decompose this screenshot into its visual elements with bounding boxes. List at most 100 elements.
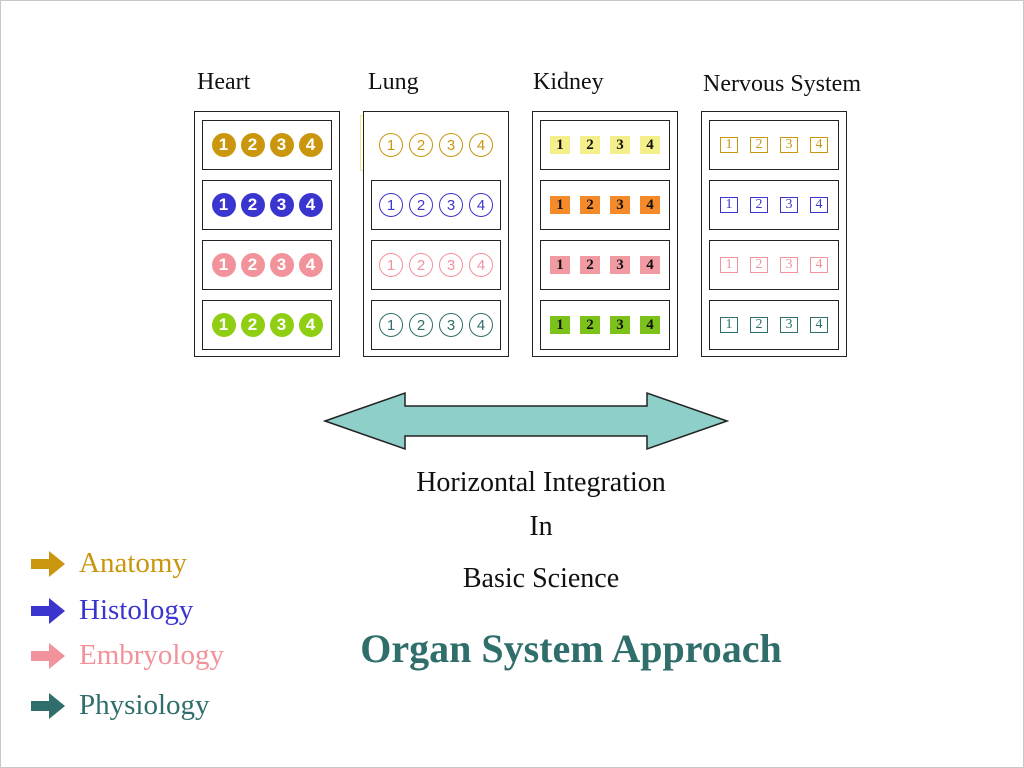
outlined-square-number-2: 2 [750, 137, 768, 153]
outlined-circle-number-4: 4 [469, 253, 493, 277]
outlined-square-number-4: 4 [810, 197, 828, 213]
outlined-square-number-2: 2 [750, 317, 768, 333]
outlined-circle-number-2: 2 [409, 133, 433, 157]
organ-title-lung: Lung [368, 69, 419, 95]
outlined-circle-number-3: 3 [439, 253, 463, 277]
filled-circle-number-1: 1 [211, 133, 236, 157]
filled-square-number-2: 2 [580, 256, 600, 274]
horizontal-integration-arrow-icon [323, 391, 729, 451]
filled-square-number-1: 1 [550, 196, 570, 214]
filled-circle-number-2: 2 [240, 313, 265, 337]
filled-square-number-3: 3 [610, 136, 630, 154]
filled-circle-number-2: 2 [240, 193, 265, 217]
outlined-circle-number-2: 2 [409, 193, 433, 217]
outlined-circle-number-1: 1 [379, 313, 403, 337]
filled-circle-number-2: 2 [240, 253, 265, 277]
page-title: Organ System Approach [360, 626, 782, 671]
organ-title-nervous-system: Nervous System [703, 71, 861, 97]
filled-circle-number-4: 4 [298, 133, 323, 157]
filled-square-number-4: 4 [640, 316, 660, 334]
filled-circle-number-4: 4 [298, 313, 323, 337]
outlined-circle-number-3: 3 [439, 193, 463, 217]
outlined-circle-number-3: 3 [439, 313, 463, 337]
outlined-circle-number-2: 2 [409, 313, 433, 337]
outlined-square-number-3: 3 [780, 317, 798, 333]
outlined-circle-number-1: 1 [379, 253, 403, 277]
organ-title-kidney: Kidney [533, 69, 604, 95]
filled-square-number-1: 1 [550, 256, 570, 274]
legend-item-anatomy: Anatomy [31, 549, 187, 578]
organ-title-heart: Heart [197, 69, 251, 95]
center-text-line-2: In [529, 511, 553, 542]
filled-square-number-3: 3 [610, 196, 630, 214]
arrow-right-icon [31, 642, 65, 669]
center-text-line-1: Horizontal Integration [416, 467, 666, 498]
filled-circle-number-4: 4 [298, 253, 323, 277]
filled-square-number-2: 2 [580, 196, 600, 214]
legend-label-histology: Histology [79, 594, 194, 626]
filled-square-number-4: 4 [640, 256, 660, 274]
outlined-square-number-1: 1 [720, 317, 738, 333]
filled-circle-number-3: 3 [269, 313, 294, 337]
outlined-circle-number-2: 2 [409, 253, 433, 277]
legend-label-physiology: Physiology [79, 689, 210, 721]
legend-item-embryology: Embryology [31, 641, 224, 670]
outlined-circle-number-4: 4 [469, 133, 493, 157]
outlined-square-number-1: 1 [720, 197, 738, 213]
outlined-square-number-4: 4 [810, 257, 828, 273]
filled-circle-number-1: 1 [211, 193, 236, 217]
filled-square-number-3: 3 [610, 256, 630, 274]
filled-circle-number-1: 1 [211, 253, 236, 277]
filled-square-number-2: 2 [580, 316, 600, 334]
filled-circle-number-3: 3 [269, 253, 294, 277]
outlined-circle-number-4: 4 [469, 193, 493, 217]
outlined-circle-number-3: 3 [439, 133, 463, 157]
filled-circle-number-3: 3 [269, 193, 294, 217]
legend-label-embryology: Embryology [79, 639, 224, 671]
arrow-right-icon [31, 550, 65, 577]
outlined-square-number-4: 4 [810, 137, 828, 153]
outlined-circle-number-4: 4 [469, 313, 493, 337]
outlined-square-number-2: 2 [750, 257, 768, 273]
outlined-square-number-3: 3 [780, 137, 798, 153]
filled-square-number-3: 3 [610, 316, 630, 334]
outlined-circle-number-1: 1 [379, 193, 403, 217]
center-text-line-3: Basic Science [462, 563, 620, 594]
filled-circle-number-3: 3 [269, 133, 294, 157]
outlined-circle-number-1: 1 [379, 133, 403, 157]
legend-item-histology: Histology [31, 596, 193, 625]
filled-circle-number-2: 2 [240, 133, 265, 157]
arrow-right-icon [31, 692, 65, 719]
filled-circle-number-1: 1 [211, 313, 236, 337]
